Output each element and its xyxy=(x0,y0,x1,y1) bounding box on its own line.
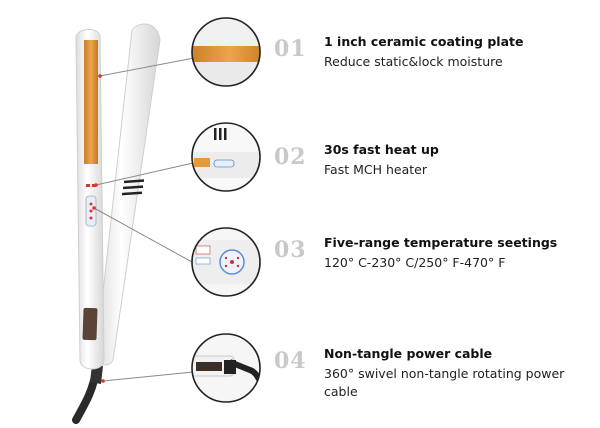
callout-circle-heater xyxy=(191,122,261,192)
callout-circle-cable xyxy=(191,333,261,403)
feature-1: 01 1 inch ceramic coating plate Reduce s… xyxy=(274,34,594,104)
straightener-arm-front xyxy=(75,29,105,370)
feature-3: 03 Five-range temperature seetings 120° … xyxy=(274,235,594,305)
feature-number: 04 xyxy=(274,348,307,374)
feature-title: Five-range temperature seetings xyxy=(324,235,558,250)
callout-dots xyxy=(92,74,105,383)
feature-title: Non-tangle power cable xyxy=(324,346,493,361)
callout-circle-plate xyxy=(191,17,261,87)
callout-circle-temperature xyxy=(191,227,261,297)
power-cable xyxy=(72,365,103,424)
feature-4: 04 Non-tangle power cable 360° swivel no… xyxy=(274,346,594,416)
feature-description: Fast MCH heater xyxy=(324,162,427,177)
feature-number: 03 xyxy=(274,237,307,263)
ceramic-plate xyxy=(84,40,98,164)
feature-number: 01 xyxy=(274,36,307,62)
feature-number: 02 xyxy=(274,144,307,170)
feature-description: 120° C-230° C/250° F-470° F xyxy=(324,255,506,270)
feature-title: 1 inch ceramic coating plate xyxy=(324,34,524,49)
feature-description: Reduce static&lock moisture xyxy=(324,54,503,69)
feature-2: 02 30s fast heat up Fast MCH heater xyxy=(274,142,594,212)
feature-description: 360° swivel non-tangle rotating power ca… xyxy=(324,366,565,399)
feature-title: 30s fast heat up xyxy=(324,142,439,157)
callout-lines xyxy=(93,57,195,382)
